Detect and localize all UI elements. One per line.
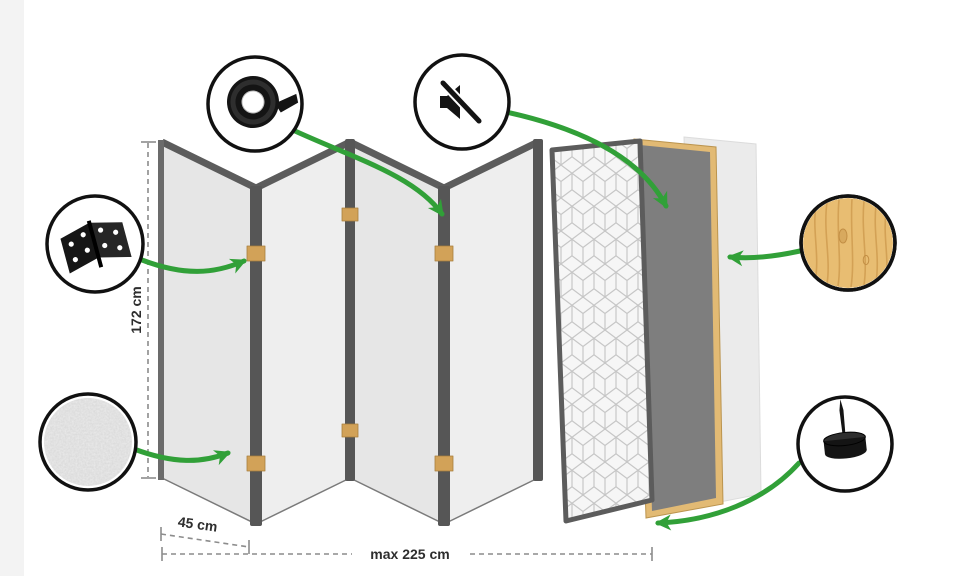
hinge bbox=[246, 455, 266, 472]
dimension-labels: 172 cm 45 cm max 225 cm bbox=[128, 286, 450, 562]
tape-icon bbox=[227, 76, 299, 128]
panel-width-label: 45 cm bbox=[177, 513, 219, 534]
hinge-badge bbox=[45, 194, 145, 294]
page-edge-strip bbox=[0, 0, 24, 576]
panel-4-top-edge bbox=[442, 138, 540, 192]
panel-width-dimension-line bbox=[160, 533, 250, 548]
arrow-wood bbox=[727, 248, 803, 267]
arrow-hinge bbox=[139, 257, 247, 274]
hinge bbox=[246, 245, 266, 262]
fold-edge-1 bbox=[250, 186, 262, 526]
fold-edge-2 bbox=[345, 139, 355, 481]
panel-1-top-edge bbox=[160, 138, 258, 192]
total-width-label: max 225 cm bbox=[370, 546, 449, 562]
accordion-panels bbox=[158, 138, 543, 526]
texture-noise bbox=[44, 398, 132, 486]
arrows bbox=[131, 109, 803, 531]
edge-left bbox=[158, 140, 164, 480]
fold-edge-3 bbox=[438, 186, 450, 526]
arrow-mute bbox=[503, 109, 669, 209]
wood-badge bbox=[799, 194, 897, 292]
texture-badge bbox=[38, 392, 138, 492]
patterned-panel bbox=[549, 138, 655, 524]
mute-speaker-icon bbox=[438, 78, 484, 126]
feature-badges bbox=[38, 53, 897, 493]
panel-2 bbox=[255, 141, 351, 525]
hinge bbox=[434, 245, 454, 262]
mute-badge bbox=[413, 53, 511, 151]
patterned-panel-frame bbox=[549, 138, 655, 524]
patterned-panel-pattern bbox=[552, 141, 652, 521]
arrow-tape bbox=[292, 128, 445, 217]
height-label: 172 cm bbox=[128, 286, 144, 333]
hinge bbox=[341, 423, 359, 438]
foot-pin-icon bbox=[823, 399, 867, 459]
dimension-lines bbox=[141, 141, 653, 561]
arrow-texture bbox=[131, 446, 231, 466]
foot-badge bbox=[796, 395, 894, 493]
dark-panel-face bbox=[640, 145, 716, 511]
badge-ring bbox=[799, 194, 897, 292]
panel-3-top-edge bbox=[348, 138, 446, 192]
edge-right bbox=[533, 139, 543, 481]
tape-badge bbox=[206, 55, 304, 153]
wood-icon bbox=[803, 198, 893, 288]
panel-1 bbox=[161, 141, 257, 525]
panel-4 bbox=[443, 141, 539, 525]
hinge bbox=[434, 455, 454, 472]
arrow-foot bbox=[655, 460, 802, 531]
hinge-icon bbox=[60, 220, 132, 274]
hinge bbox=[341, 207, 359, 222]
